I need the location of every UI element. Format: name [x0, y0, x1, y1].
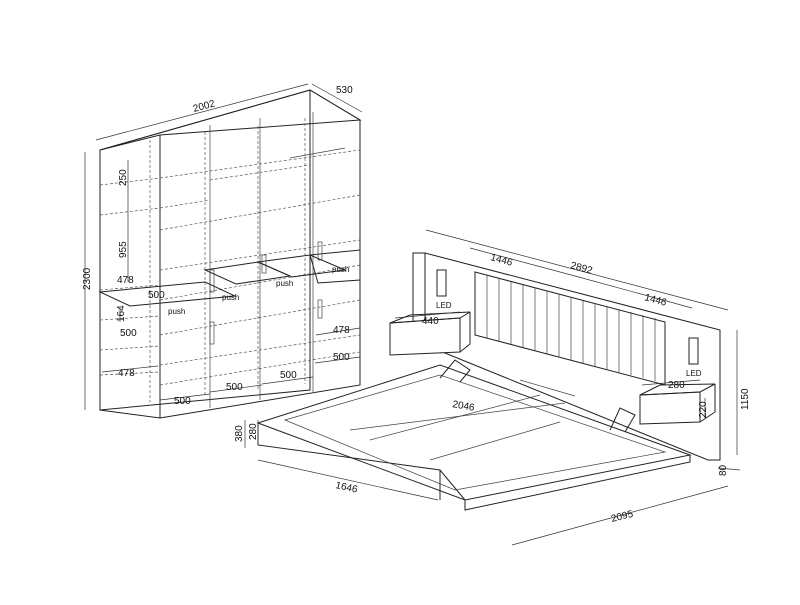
right-drawer-width-label: 478 [333, 325, 350, 336]
bed-drawing: LED LED [234, 229, 751, 546]
led-label-right: LED [686, 369, 702, 378]
bed-total-width-label: 2892 [569, 260, 594, 276]
nightstand-width-label: 440 [422, 316, 439, 327]
wardrobe-drawing: push push push push 2002 530 2300 250 95… [82, 83, 363, 419]
headboard-panel [412, 252, 721, 461]
push-label-4: push [332, 265, 349, 274]
push-label-3: push [276, 279, 293, 288]
push-label-1: push [168, 307, 185, 316]
push-label-2: push [222, 293, 239, 302]
lift-mechanism-left [439, 359, 471, 383]
bed-length-label: 2095 [610, 509, 635, 525]
headboard-right-label: 1446 [643, 292, 668, 308]
led-label-left: LED [436, 301, 452, 310]
bed-base-height-label: 280 [248, 423, 259, 440]
nightstand-height-label: 220 [698, 401, 709, 418]
wardrobe-top [99, 89, 362, 151]
section-width-4: 500 [333, 352, 350, 363]
section-width-2: 500 [226, 382, 243, 393]
wardrobe-drawers [98, 241, 361, 345]
drawer-depth-label: 500 [120, 328, 137, 339]
drawer-height-label: 164 [116, 305, 127, 322]
led-lamp-right [688, 337, 699, 365]
bed-height-label: 1150 [740, 388, 751, 410]
drawer-width-label: 478 [117, 275, 134, 286]
bed-base-top [256, 364, 692, 501]
section-width-3: 500 [280, 370, 297, 381]
wardrobe-height-label: 2300 [82, 267, 93, 290]
wardrobe-depth-label: 530 [336, 85, 353, 96]
bed-dimensions [244, 229, 741, 546]
drawer-width-bottom-label: 478 [118, 368, 135, 379]
bed-width-label: 1646 [334, 480, 358, 495]
wardrobe-shelves [99, 149, 361, 386]
wardrobe-dimensions [84, 83, 363, 410]
drawer-depth-top-label: 500 [148, 290, 165, 301]
nightstand-depth-label: 280 [668, 380, 685, 391]
nightstand-right [639, 391, 701, 425]
hang-height-label: 955 [118, 241, 129, 258]
headboard-pleats [486, 275, 656, 381]
wardrobe-width-label: 2002 [192, 98, 217, 114]
bed-side-height-label: 380 [234, 425, 245, 442]
bed-inner-length-label: 2046 [451, 399, 475, 414]
bed-foot-offset-label: 80 [718, 464, 729, 476]
led-lamp-left [436, 269, 447, 297]
section-width-1: 500 [174, 396, 191, 407]
lift-mechanism-right [609, 407, 636, 433]
shelf-gap-label: 250 [118, 169, 129, 186]
upholstered-headboard [474, 271, 666, 386]
headboard-left-label: 1446 [489, 252, 514, 268]
